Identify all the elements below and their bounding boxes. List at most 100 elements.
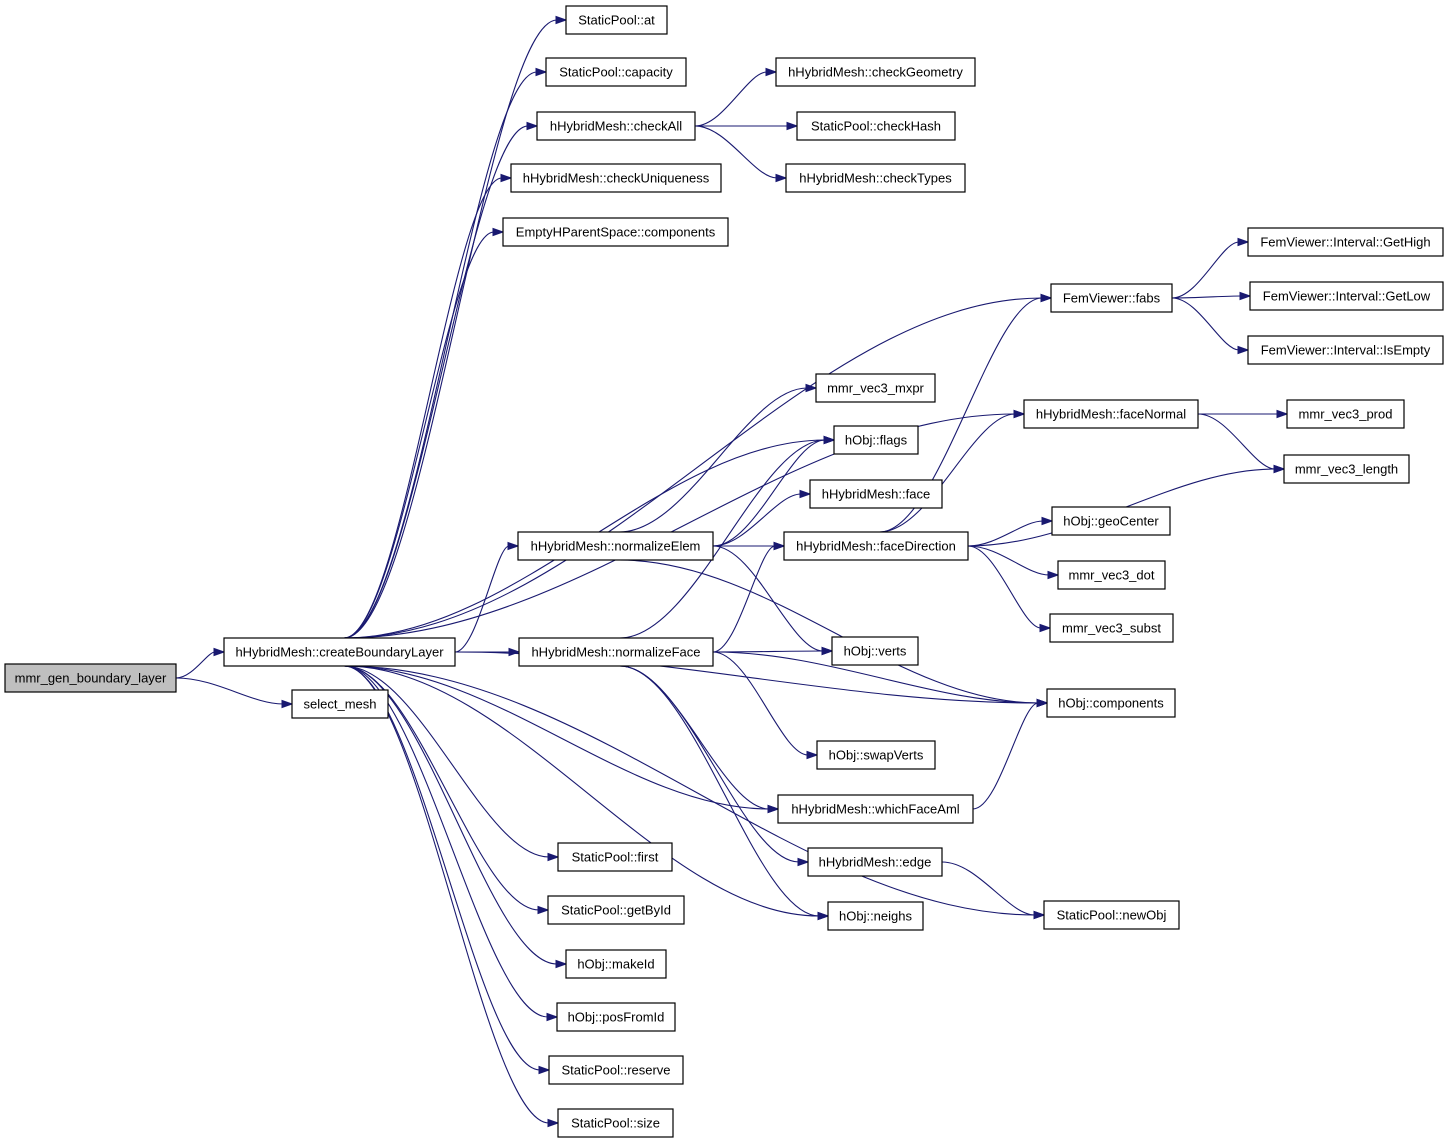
node-hhybridmesh-checkuniqueness[interactable]: hHybridMesh::checkUniqueness [510, 163, 722, 193]
edge-arrowhead [508, 647, 521, 657]
node-hhybridmesh-normalizeface[interactable]: hHybridMesh::normalizeFace [518, 637, 714, 667]
node-label: FemViewer::Interval::IsEmpty [1261, 343, 1431, 358]
node-hhybridmesh-facenormal[interactable]: hHybridMesh::faceNormal [1023, 399, 1199, 429]
edge-nf-to-comp [712, 651, 1039, 704]
edge-arrowhead [797, 857, 810, 867]
node-mmr-gen-boundary-layer[interactable]: mmr_gen_boundary_layer [4, 663, 177, 693]
node-box [1057, 560, 1166, 590]
edge-arrowhead [1040, 293, 1053, 303]
node-label: hObj::geoCenter [1063, 514, 1159, 529]
edge-fd-to-fn [879, 413, 1016, 533]
node-label: FemViewer::Interval::GetLow [1263, 289, 1431, 304]
edge-arrowhead [547, 1118, 560, 1128]
node-hhybridmesh-facedirection[interactable]: hHybridMesh::faceDirection [783, 531, 969, 561]
edge-fd-to-subst [967, 545, 1042, 629]
edge-arrowhead [526, 121, 539, 131]
node-label: hHybridMesh::faceNormal [1036, 407, 1186, 422]
node-label: mmr_vec3_prod [1299, 407, 1393, 422]
node-box [816, 740, 936, 770]
edge-arrowhead [1041, 516, 1054, 526]
node-femviewer-interval-getlow[interactable]: FemViewer::Interval::GetLow [1249, 281, 1444, 311]
edge-arrowhead [555, 15, 568, 25]
node-hhybridmesh-edge[interactable]: hHybridMesh::edge [807, 847, 943, 877]
node-hobj-geocenter[interactable]: hObj::geoCenter [1051, 506, 1171, 536]
node-box [536, 111, 696, 141]
edge-ne-to-face [712, 493, 802, 547]
edge-arrowhead [817, 911, 830, 921]
node-box [809, 479, 943, 509]
node-label: StaticPool::size [571, 1116, 660, 1131]
node-label: StaticPool::first [572, 850, 659, 865]
node-hhybridmesh-createboundarylayer[interactable]: hHybridMesh::createBoundaryLayer [223, 637, 456, 667]
node-staticpool-capacity[interactable]: StaticPool::capacity [545, 57, 687, 87]
node-label: hHybridMesh::createBoundaryLayer [235, 645, 444, 660]
node-box [291, 689, 389, 719]
node-hhybridmesh-face[interactable]: hHybridMesh::face [809, 479, 943, 509]
edge-fd-to-gc [967, 520, 1044, 547]
node-hhybridmesh-checkall[interactable]: hHybridMesh::checkAll [536, 111, 696, 141]
node-label: FemViewer::fabs [1063, 291, 1161, 306]
node-hhybridmesh-checkgeometry[interactable]: hHybridMesh::checkGeometry [775, 57, 976, 87]
node-mmr-vec3-mxpr[interactable]: mmr_vec3_mxpr [815, 373, 936, 403]
node-hobj-makeid[interactable]: hObj::makeId [565, 949, 667, 979]
node-box [1043, 900, 1180, 930]
node-box [223, 637, 456, 667]
node-hobj-posfromid[interactable]: hObj::posFromId [556, 1002, 676, 1032]
edge-arrowhead [507, 541, 520, 551]
node-staticpool-reserve[interactable]: StaticPool::reserve [548, 1055, 684, 1085]
node-box [1247, 227, 1444, 257]
call-edges [175, 15, 1289, 1128]
node-select-mesh[interactable]: select_mesh [291, 689, 389, 719]
node-box [833, 425, 919, 455]
call-nodes: mmr_gen_boundary_layer hHybridMesh::creat… [4, 5, 1444, 1138]
node-staticpool-first[interactable]: StaticPool::first [557, 842, 673, 872]
node-hobj-swapverts[interactable]: hObj::swapVerts [816, 740, 936, 770]
edge-arrowhead [1237, 237, 1250, 247]
edge-nf-to-sw [712, 651, 809, 756]
edge-ca-to-ct [694, 125, 778, 179]
node-hhybridmesh-checktypes[interactable]: hHybridMesh::checkTypes [785, 163, 966, 193]
edge-arrowhead [765, 67, 778, 77]
node-mmr-vec3-prod[interactable]: mmr_vec3_prod [1286, 399, 1405, 429]
edge-fn-to-len [1197, 413, 1276, 470]
node-emptyhparentspace-components[interactable]: EmptyHParentSpace::components [502, 217, 729, 247]
edge-gen-to-sel [175, 677, 284, 705]
edge-ca-to-cg [694, 71, 768, 127]
node-label: select_mesh [304, 697, 377, 712]
node-box [777, 794, 974, 824]
node-hobj-flags[interactable]: hObj::flags [833, 425, 919, 455]
node-box [1283, 454, 1410, 484]
node-femviewer-fabs[interactable]: FemViewer::fabs [1050, 283, 1173, 313]
node-staticpool-newobj[interactable]: StaticPool::newObj [1043, 900, 1180, 930]
node-label: hHybridMesh::normalizeElem [531, 539, 701, 554]
node-femviewer-interval-isempty[interactable]: FemViewer::Interval::IsEmpty [1247, 335, 1444, 365]
node-label: StaticPool::checkHash [811, 119, 941, 134]
node-hhybridmesh-whichfaceaml[interactable]: hHybridMesh::whichFaceAml [777, 794, 974, 824]
edge-arrowhead [500, 173, 513, 183]
edge-arrowhead [538, 1065, 551, 1075]
node-staticpool-at[interactable]: StaticPool::at [565, 5, 668, 35]
node-staticpool-checkhash[interactable]: StaticPool::checkHash [796, 111, 956, 141]
node-box [545, 57, 687, 87]
edge-cbl-to-fabs [344, 297, 1043, 639]
node-box [775, 57, 976, 87]
node-hobj-neighs[interactable]: hObj::neighs [827, 901, 924, 931]
node-mmr-vec3-length[interactable]: mmr_vec3_length [1283, 454, 1410, 484]
edge-fabs-to-gl [1171, 295, 1242, 299]
node-label: EmptyHParentSpace::components [516, 225, 716, 240]
node-label: hHybridMesh::checkAll [550, 119, 682, 134]
node-mmr-vec3-dot[interactable]: mmr_vec3_dot [1057, 560, 1166, 590]
edge-cbl-to-ne [454, 545, 510, 653]
edge-cbl-to-nobj [344, 665, 1036, 916]
node-hobj-verts[interactable]: hObj::verts [831, 636, 919, 666]
node-label: hHybridMesh::checkUniqueness [523, 171, 710, 186]
node-hobj-components[interactable]: hObj::components [1046, 688, 1176, 718]
node-hhybridmesh-normalizeelem[interactable]: hHybridMesh::normalizeElem [517, 531, 714, 561]
edge-arrowhead [786, 121, 799, 131]
node-label: hObj::components [1058, 696, 1164, 711]
node-staticpool-getbyid[interactable]: StaticPool::getById [547, 895, 685, 925]
edge-nf-to-fd [712, 545, 776, 653]
node-staticpool-size[interactable]: StaticPool::size [557, 1108, 674, 1138]
node-femviewer-interval-gethigh[interactable]: FemViewer::Interval::GetHigh [1247, 227, 1444, 257]
node-mmr-vec3-subst[interactable]: mmr_vec3_subst [1049, 613, 1174, 643]
